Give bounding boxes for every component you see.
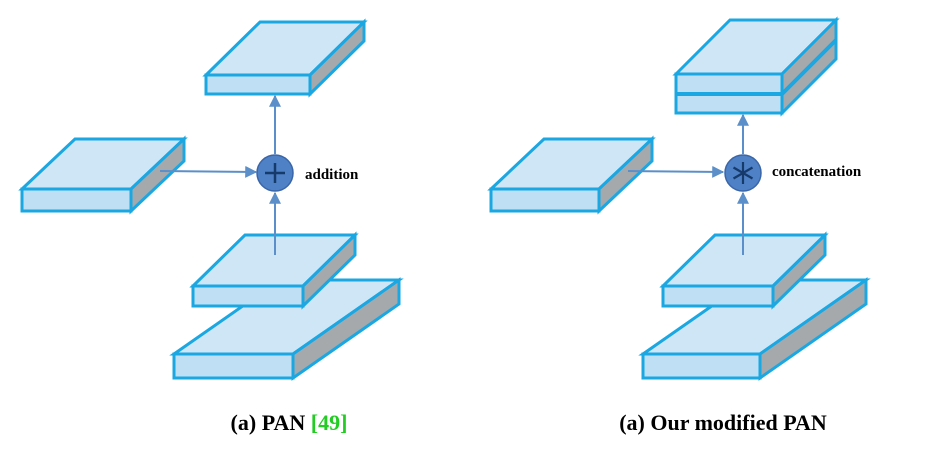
right-arrow-from-lateral [627,165,725,178]
concatenation-node [724,154,762,192]
left-bottom-small-feature-map [189,231,359,310]
right-caption: (a) Our modified PAN [619,410,827,435]
right-lateral-feature-map [487,135,656,215]
left-lateral-feature-map [18,135,188,215]
left-bottom-large-feature-map [169,277,404,381]
left-panel-pan: addition (a) PAN [49] [18,18,404,435]
addition-label: addition [305,167,359,183]
citation-link[interactable]: [49] [311,410,348,435]
right-panel-modified-pan: concatenation (a) Our modified PAN [487,16,871,435]
left-arrow-from-lateral [159,165,258,178]
concatenation-label: concatenation [772,164,862,180]
left-top-output-feature-map [202,18,368,98]
right-top-concatenated-feature-map [672,16,840,117]
addition-node [256,154,294,192]
right-bottom-large-feature-map [638,277,871,381]
left-caption: (a) PAN [49] [231,410,348,435]
right-bottom-small-feature-map [659,231,829,310]
asterisk-icon [732,162,754,184]
